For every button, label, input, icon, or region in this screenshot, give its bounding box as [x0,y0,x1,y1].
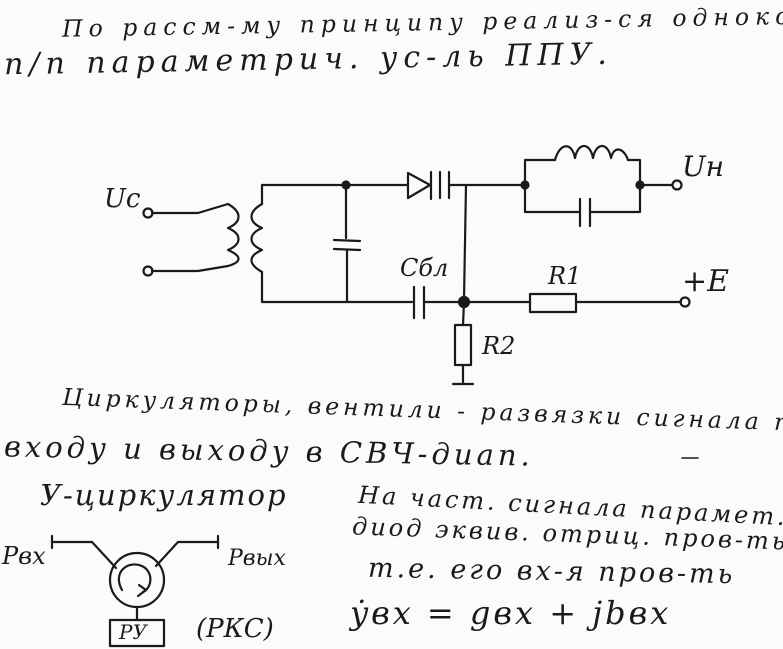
load-bottom-branch [523,183,582,214]
vertical-wire [462,183,468,302]
primary-coil [226,202,240,268]
input-lead-top [150,202,230,215]
note-line-3: т.е. его вх-я пров-ть [367,552,736,591]
diode-triangle [406,171,432,200]
pout-arm [154,540,220,568]
pout-label: Pвых [228,546,286,571]
load-top-branch [523,158,557,187]
load-top-right [626,158,642,187]
r2-label: R2 [482,332,516,360]
ry-box [108,618,166,648]
ry-label: РУ [119,620,147,644]
secondary-coil [250,202,264,274]
r2-wire-top [461,300,466,327]
circulator-arrowhead [136,583,148,598]
load-bottom-right [588,183,642,214]
r1-body [528,292,578,314]
uc-label: Uc [104,184,141,214]
load-inductor [553,144,630,162]
top-wire [260,183,410,206]
uh-terminal [671,179,683,191]
text-line-5: У-циркулятор [40,478,288,512]
r2-body [453,323,473,367]
formula: ẏвх = gвх + jbвх [350,594,672,632]
uh-label: Uн [682,150,725,183]
input-lead-bottom [150,264,230,273]
pin-label: Pвх [2,542,46,570]
circulator-arrow [117,563,152,594]
r1-label: R1 [548,262,582,290]
e-label: +E [682,264,730,299]
rks-label: (РКС) [196,614,274,644]
e-terminal [679,296,691,308]
bottom-wire [260,270,414,304]
shunt-cap-plate-top [332,238,362,243]
cbl-label: Cбл [400,254,449,282]
shunt-cap-plate-bottom [332,247,362,252]
pin-arm [50,540,118,570]
